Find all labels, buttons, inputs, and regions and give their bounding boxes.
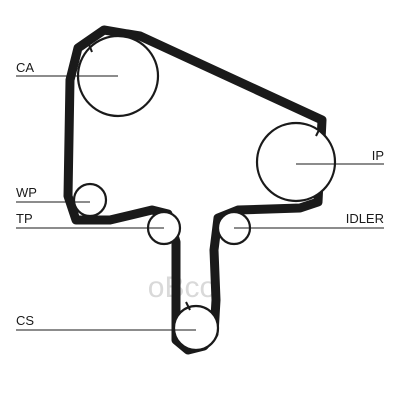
injection-pump-pulley <box>255 121 337 203</box>
injection-pump-timing-mark <box>315 127 321 137</box>
watermark-logo: oBco <box>148 271 216 304</box>
crankshaft-pulley <box>172 304 220 352</box>
cs-label: CS <box>16 313 34 328</box>
ip-label: IP <box>372 148 384 163</box>
camshaft-timing-mark <box>87 41 93 53</box>
idler-label: IDLER <box>346 211 384 226</box>
wp-label: WP <box>16 185 37 200</box>
water-pump-pulley <box>72 182 108 218</box>
crankshaft-timing-mark <box>185 301 191 311</box>
tp-label: TP <box>16 211 33 226</box>
timing-belt <box>63 25 327 355</box>
ca-label: CA <box>16 60 34 75</box>
